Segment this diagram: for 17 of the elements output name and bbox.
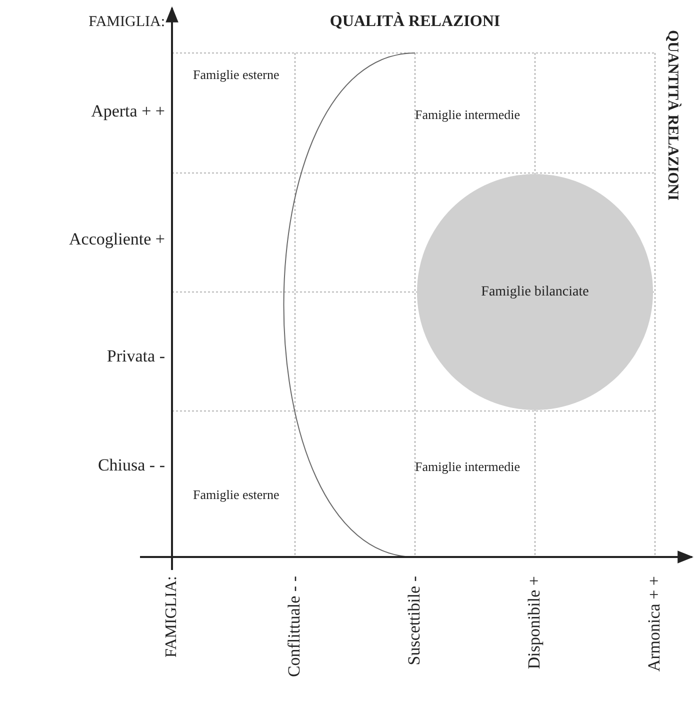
region-label: Famiglie bilanciate [481,284,589,300]
axis-category: Disponibile + [526,576,544,670]
axis-category: Privata - [106,348,165,366]
axis-title: QUANTITÀ RELAZIONI [664,30,680,200]
region-label: Famiglie intermedie [415,108,520,122]
axis-category: Conflittuale - - [286,576,304,678]
axis-category: Suscettibile - [406,576,424,666]
axis-heading: FAMIGLIA: [163,576,181,658]
axis-category: Accogliente + [69,230,165,250]
region-label: Famiglie intermedie [415,460,520,474]
region-label: Famiglie esterne [193,68,280,82]
axis-heading: FAMIGLIA: [88,14,165,30]
axis-category: Armonica + + [646,576,664,672]
axis-category: Chiusa - - [98,456,165,476]
axis-title: QUALITÀ RELAZIONI [330,13,500,31]
region-label: Famiglie esterne [193,488,280,502]
axis-category: Aperta + + [91,102,165,122]
